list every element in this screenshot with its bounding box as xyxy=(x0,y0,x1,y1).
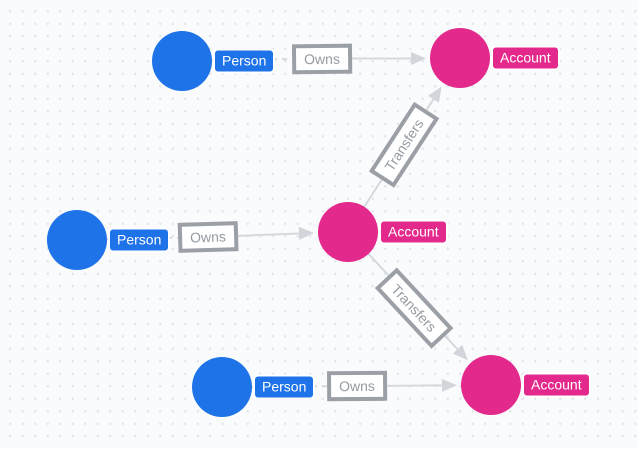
node-label-account-bottom[interactable]: Account xyxy=(522,372,591,398)
node-label-person-mid[interactable]: Person xyxy=(108,227,171,253)
edge-label-owns-2[interactable]: Owns xyxy=(177,221,239,253)
edge-owns-3-arrowhead-icon xyxy=(441,378,457,392)
node-label-account-top[interactable]: Account xyxy=(491,45,560,71)
node-label-account-mid[interactable]: Account xyxy=(379,219,448,245)
node-person-top[interactable] xyxy=(152,31,212,91)
edge-owns-1-arrowhead-icon xyxy=(410,52,426,65)
edge-owns-2-arrowhead-icon xyxy=(298,226,314,240)
node-person-bottom[interactable] xyxy=(192,357,252,417)
edge-transfers-1-arrowhead-icon xyxy=(428,86,442,103)
node-person-mid[interactable] xyxy=(47,210,107,270)
edge-label-owns-1[interactable]: Owns xyxy=(291,43,352,74)
edge-transfers-2-arrowhead-icon xyxy=(452,344,468,361)
node-label-person-top[interactable]: Person xyxy=(213,48,276,74)
edge-label-owns-3[interactable]: Owns xyxy=(326,370,388,402)
node-account-bottom[interactable] xyxy=(461,355,521,415)
node-account-top[interactable] xyxy=(430,28,490,88)
node-account-mid[interactable] xyxy=(318,202,378,262)
node-label-person-bottom[interactable]: Person xyxy=(253,374,316,400)
